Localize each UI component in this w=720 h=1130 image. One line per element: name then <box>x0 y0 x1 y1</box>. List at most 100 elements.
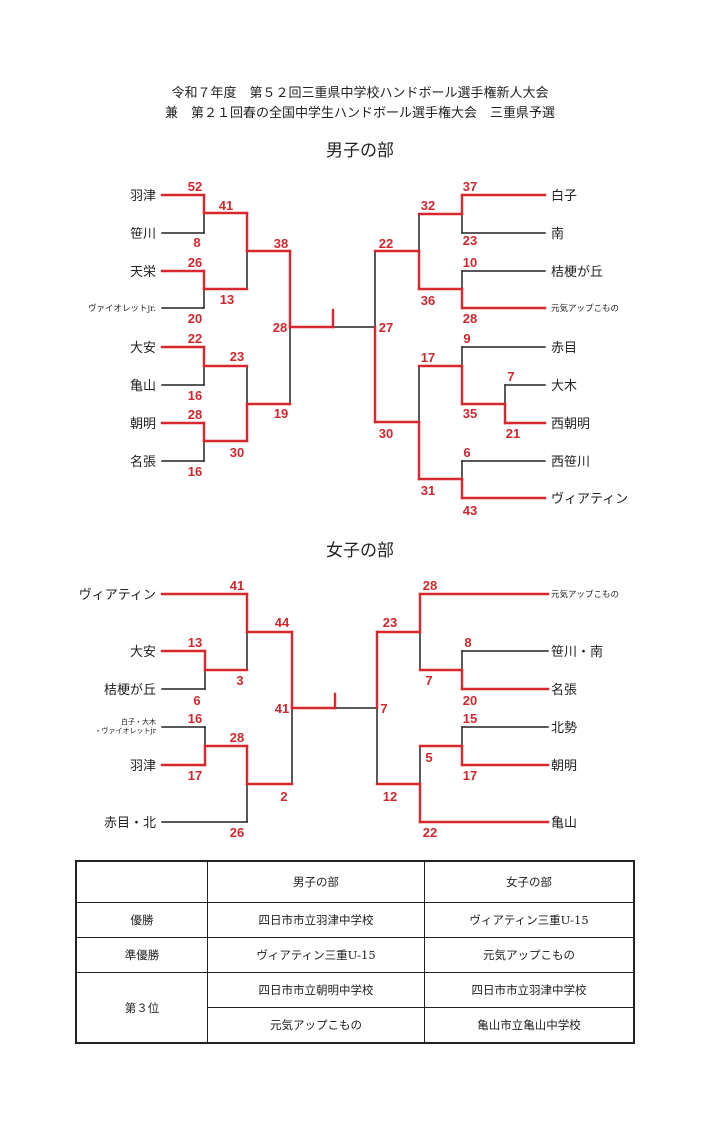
team-name: 大安 <box>130 341 156 356</box>
girls-result: 亀山市立亀山中学校 <box>424 1007 635 1044</box>
score: 21 <box>506 426 520 441</box>
score: 41 <box>230 578 244 593</box>
header-cell: 男子の部 <box>207 860 425 903</box>
score: 35 <box>463 406 477 421</box>
score: 30 <box>379 426 393 441</box>
score: 23 <box>463 233 477 248</box>
score: 2 <box>280 789 287 804</box>
girls-left-teams: ヴィアティン 大安 桔梗が丘 白子・大木 ・ヴァイオレットjr 羽津 赤目・北 <box>79 587 157 831</box>
team-name: 笹川・南 <box>551 644 603 660</box>
score: 23 <box>230 349 244 364</box>
score: 41 <box>219 198 233 213</box>
score: 16 <box>188 388 202 403</box>
team-name: 名張 <box>130 454 156 470</box>
team-name: 南 <box>551 226 564 242</box>
team-name: 赤目 <box>551 341 577 356</box>
score: 28 <box>423 578 437 593</box>
score: 27 <box>379 320 393 335</box>
boys-right-teams: 白子 南 桔梗が丘 元気アップこもの 赤目 大木 西朝明 西笹川 ヴィアティン <box>551 188 628 507</box>
place-label: 準優勝 <box>75 937 208 973</box>
team-name: 桔梗が丘 <box>104 683 156 698</box>
team-name-cont: ・ヴァイオレットjr <box>94 726 156 735</box>
score: 6 <box>193 693 200 708</box>
score: 22 <box>423 825 437 840</box>
team-name: 北勢 <box>551 721 577 736</box>
results-row: 元気アップこもの 亀山市立亀山中学校 <box>76 1007 635 1044</box>
boys-result: ヴィアティン三重U-15 <box>207 937 425 973</box>
score: 12 <box>383 789 397 804</box>
team-name: 朝明 <box>551 759 577 774</box>
score: 16 <box>188 711 202 726</box>
score: 28 <box>463 311 477 326</box>
team-name: ヴァイオレットjr. <box>88 303 156 314</box>
girls-right-teams: 元気アップこもの 笹川・南 名張 北勢 朝明 亀山 <box>551 589 619 831</box>
team-name: 白子 <box>551 188 577 204</box>
girls-right-scores: 28 8 20 15 17 22 7 5 23 12 7 <box>380 578 477 840</box>
score: 19 <box>274 406 288 421</box>
boys-right-scores: 37 23 10 28 9 7 21 6 43 32 36 35 17 31 2… <box>379 179 520 518</box>
score: 41 <box>275 701 289 716</box>
girls-section-title: 女子の部 <box>326 541 394 561</box>
score: 7 <box>380 701 387 716</box>
place-label: 第３位 <box>75 972 208 1044</box>
score: 36 <box>421 293 435 308</box>
score: 8 <box>464 635 471 650</box>
team-name: 西朝明 <box>551 417 590 432</box>
score: 9 <box>463 331 470 346</box>
team-name: 亀山 <box>551 816 577 831</box>
score: 6 <box>463 445 470 460</box>
team-name: 羽津 <box>130 189 156 204</box>
score: 10 <box>463 255 477 270</box>
score: 23 <box>383 615 397 630</box>
team-name: 天栄 <box>130 265 156 280</box>
team-name: 西笹川 <box>551 454 590 470</box>
team-name: 桔梗が丘 <box>551 265 603 280</box>
team-name: 元気アップこもの <box>551 589 619 600</box>
team-name: 元気アップこもの <box>551 303 619 314</box>
score: 17 <box>188 768 202 783</box>
team-name: 笹川 <box>130 226 156 242</box>
team-name: 名張 <box>551 682 577 698</box>
girls-result: 元気アップこもの <box>424 937 635 973</box>
score: 31 <box>421 483 435 498</box>
team-name: 羽津 <box>130 759 156 774</box>
boys-section-title: 男子の部 <box>326 141 394 161</box>
score: 30 <box>230 445 244 460</box>
boys-result: 元気アップこもの <box>207 1007 425 1044</box>
score: 5 <box>425 750 432 765</box>
tournament-title-line2: 兼 第２１回春の全国中学生ハンドボール選手権大会 三重県予選 <box>164 106 555 121</box>
girls-result: ヴィアティン三重U-15 <box>424 902 635 938</box>
score: 15 <box>463 711 477 726</box>
score: 44 <box>275 615 290 630</box>
score: 7 <box>507 369 514 384</box>
score: 8 <box>193 235 200 250</box>
girls-result: 四日市市立羽津中学校 <box>424 972 635 1008</box>
score: 16 <box>188 464 202 479</box>
team-name: 朝明 <box>130 417 156 432</box>
score: 26 <box>230 825 244 840</box>
score: 17 <box>463 768 477 783</box>
score: 13 <box>220 292 234 307</box>
results-table: 男子の部 女子の部 優勝 四日市市立羽津中学校 ヴィアティン三重U-15 準優勝… <box>75 860 635 1044</box>
header-cell: 女子の部 <box>424 860 635 903</box>
results-row: 第３位 四日市市立朝明中学校 四日市市立羽津中学校 <box>75 972 635 1044</box>
score: 20 <box>188 311 202 326</box>
place-label: 優勝 <box>75 902 208 938</box>
boys-result: 四日市市立羽津中学校 <box>207 902 425 938</box>
score: 32 <box>421 198 435 213</box>
tournament-title-line1: 令和７年度 第５２回三重県中学校ハンドボール選手権新人大会 <box>171 86 549 101</box>
score: 28 <box>188 407 202 422</box>
boys-result: 四日市市立朝明中学校 <box>207 972 425 1008</box>
results-header-row: 男子の部 女子の部 <box>75 860 635 903</box>
score: 43 <box>463 503 477 518</box>
team-name: 大安 <box>130 645 156 660</box>
score: 22 <box>379 236 393 251</box>
score: 37 <box>463 179 477 194</box>
score: 22 <box>188 331 202 346</box>
results-row: 優勝 四日市市立羽津中学校 ヴィアティン三重U-15 <box>75 902 635 938</box>
team-name: ヴィアティン <box>551 491 628 507</box>
girls-left-scores: 41 13 6 16 17 26 3 28 44 2 41 <box>188 578 290 840</box>
score: 7 <box>425 673 432 688</box>
